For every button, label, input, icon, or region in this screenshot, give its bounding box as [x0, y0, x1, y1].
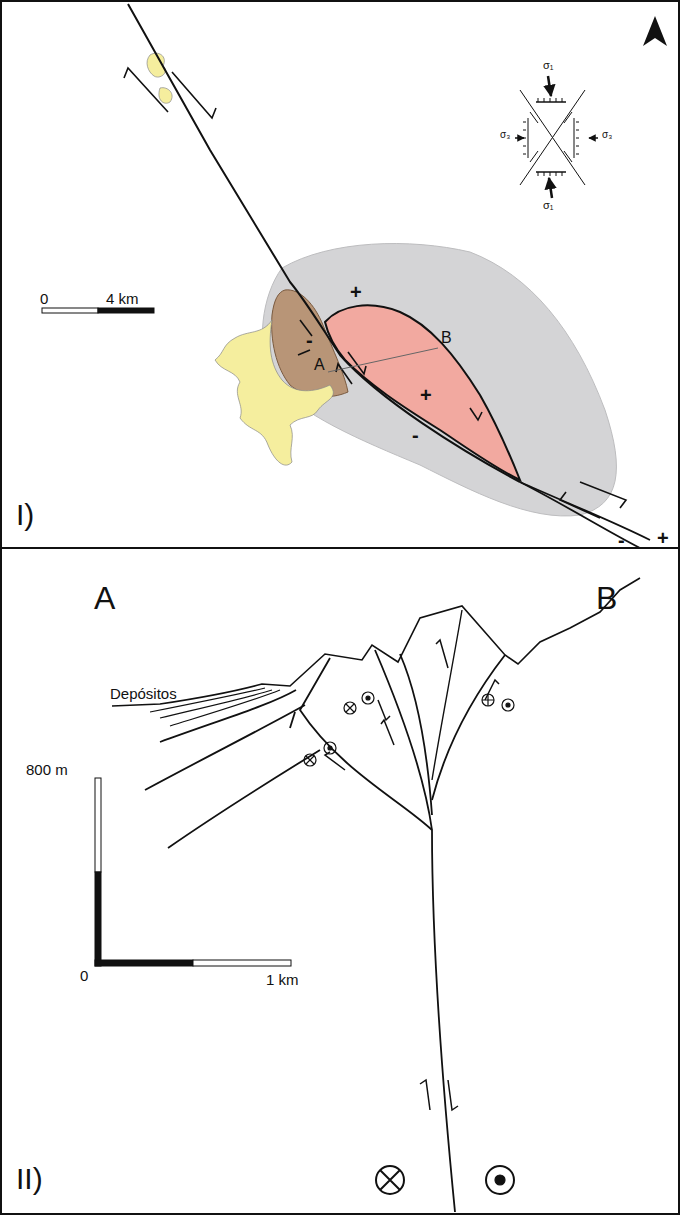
stress-ellipse-inset — [515, 76, 598, 198]
uplift-sign: - — [618, 530, 625, 550]
figure-label: 0 — [80, 968, 88, 983]
uplift-sign: + — [420, 385, 432, 405]
figure-label: 0 — [40, 291, 48, 306]
uplift-sign: + — [657, 528, 669, 548]
fault-branch — [375, 650, 432, 830]
fault-branch — [432, 610, 462, 780]
deposit-layer — [170, 690, 280, 726]
scale-bar — [98, 308, 154, 313]
shear-sense-arrows — [325, 640, 499, 1110]
figure-label: Depósitos — [110, 686, 177, 701]
master-fault — [432, 830, 455, 1212]
fault-branch — [300, 658, 432, 830]
bedding — [168, 750, 320, 848]
map — [42, 4, 667, 548]
uplift-sign: - — [306, 330, 313, 350]
figure-label: I) — [16, 500, 34, 530]
scale-bar — [95, 872, 101, 966]
uplift-sign: + — [350, 282, 362, 302]
motion-symbols — [304, 692, 514, 1194]
deposit-area — [215, 320, 333, 465]
figure-label: A — [314, 357, 325, 373]
scale-bar — [95, 960, 193, 966]
figure-label: 800 m — [26, 762, 68, 777]
figure-label: 1 km — [266, 972, 299, 987]
fault-splay — [520, 482, 650, 540]
panel-divider — [0, 547, 680, 549]
scale-bar — [95, 778, 101, 872]
north-arrow — [643, 16, 667, 46]
figure-label: II) — [16, 1164, 43, 1194]
scale-bar — [42, 308, 98, 313]
figure-label: B — [441, 330, 452, 346]
cross-section — [95, 578, 640, 1212]
figure-label: σ₁ — [543, 60, 554, 71]
scale-bar — [193, 960, 291, 966]
fault-branch — [432, 655, 505, 800]
topographic-profile — [112, 578, 640, 706]
figure-label: 4 km — [106, 291, 139, 306]
intrusion-body-pink — [325, 305, 520, 480]
fault-branch — [400, 654, 432, 815]
bedding — [160, 690, 296, 742]
figure-label: σ₃ — [500, 130, 510, 140]
deposit-layer — [160, 690, 272, 718]
figure-label: σ₁ — [543, 200, 554, 211]
shear-sense-arrows — [124, 68, 626, 518]
aureole-region — [262, 244, 616, 516]
strike-slip-fault — [128, 4, 520, 482]
section-line — [328, 348, 438, 372]
uplift-sign: - — [412, 425, 419, 445]
bedding — [145, 705, 305, 790]
figure-label: B — [596, 582, 617, 614]
bedding — [290, 712, 295, 728]
figure-label: σ₃ — [602, 130, 612, 140]
figure-label: A — [94, 582, 115, 614]
